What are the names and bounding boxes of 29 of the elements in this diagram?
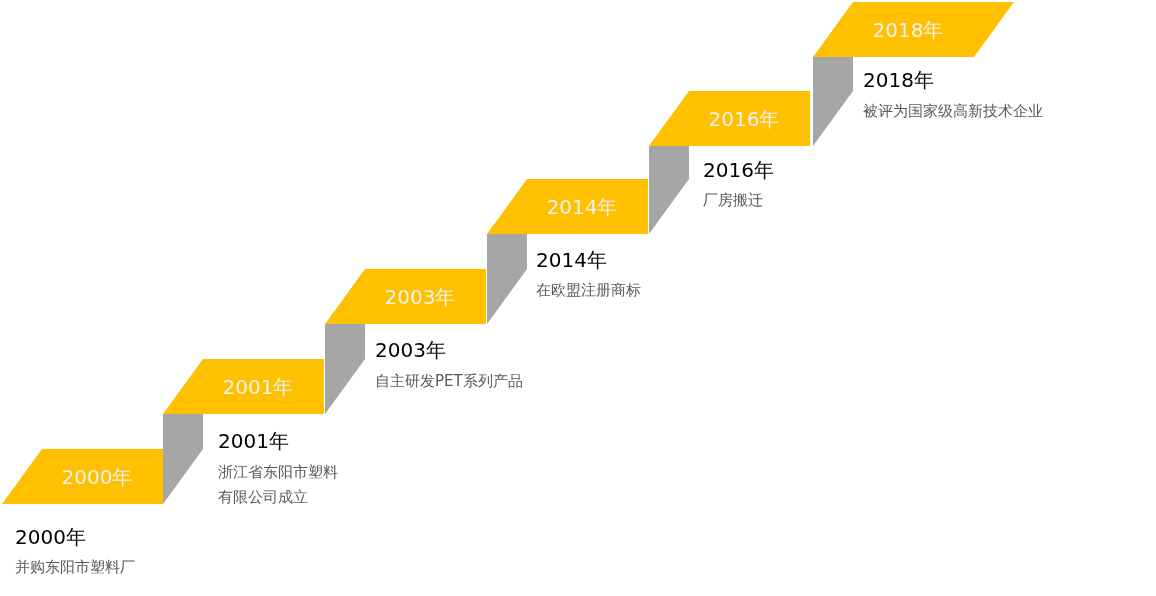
year-label: 2003年 xyxy=(384,284,456,309)
milestone-description: 在欧盟注册商标 xyxy=(536,279,641,301)
milestone-description: 自主研发PET系列产品 xyxy=(375,370,523,392)
milestone-description: 被评为国家级高新技术企业 xyxy=(863,100,1043,122)
stair-step xyxy=(163,359,324,414)
year-label: 2016年 xyxy=(708,106,780,131)
year-label: 2000年 xyxy=(61,464,133,489)
step-riser xyxy=(325,324,365,414)
step-riser xyxy=(163,414,203,504)
step-riser xyxy=(813,57,853,146)
milestone-year: 2014年 xyxy=(536,248,607,272)
stair-step xyxy=(487,179,648,234)
year-label: 2001年 xyxy=(222,374,294,399)
stair-step xyxy=(2,449,163,504)
milestone-description: 并购东阳市塑料厂 xyxy=(15,556,135,578)
step-riser xyxy=(487,234,527,324)
milestone-description: 厂房搬迁 xyxy=(703,189,763,211)
milestone-description: 浙江省东阳市塑料有限公司成立 xyxy=(218,461,339,508)
milestone-year: 2003年 xyxy=(375,338,446,362)
milestone-year: 2018年 xyxy=(863,68,934,92)
year-label: 2014年 xyxy=(546,194,618,219)
stair-step xyxy=(649,91,810,146)
milestone-year: 2000年 xyxy=(15,525,86,549)
stair-step xyxy=(813,2,1014,57)
step-riser xyxy=(649,146,689,234)
year-label: 2018年 xyxy=(872,17,944,42)
milestone-year: 2016年 xyxy=(703,158,774,182)
milestone-year: 2001年 xyxy=(218,429,289,453)
stair-step xyxy=(325,269,486,324)
